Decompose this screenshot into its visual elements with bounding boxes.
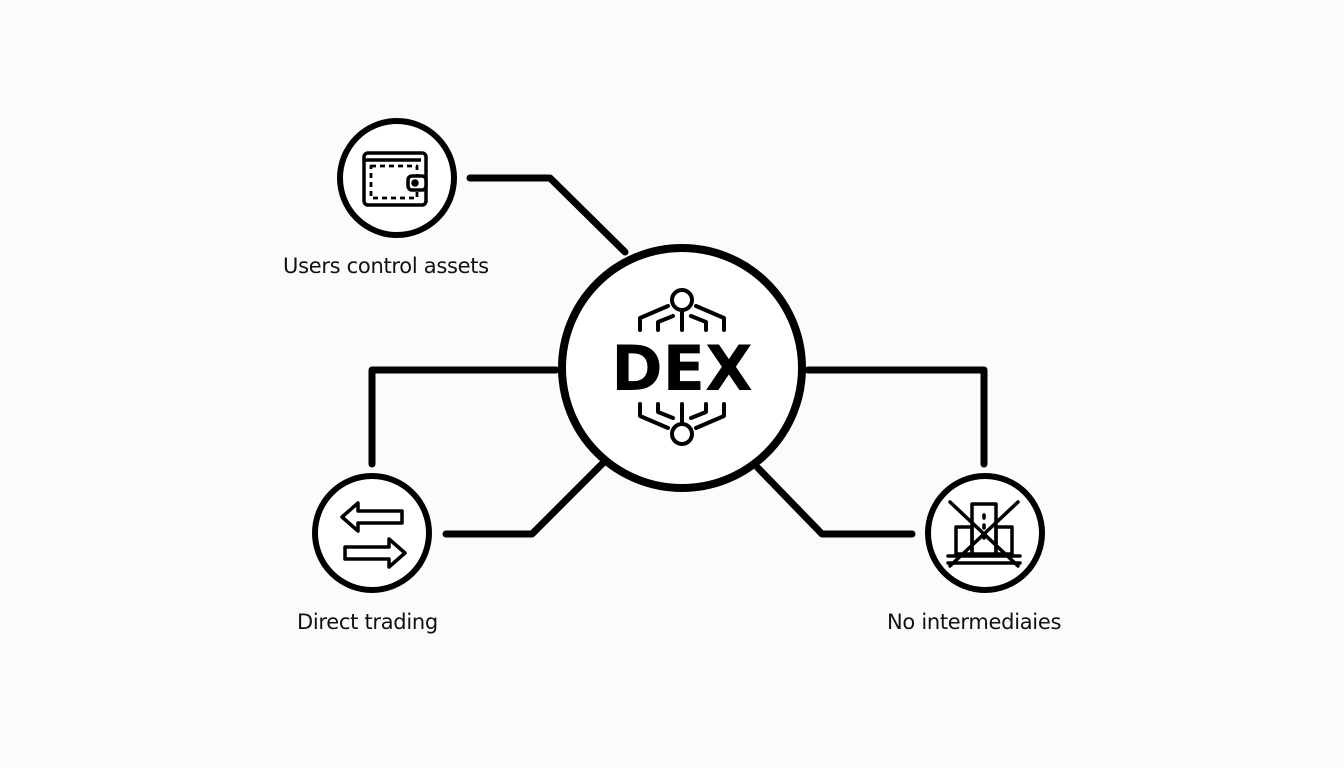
label-direct-trading: Direct trading	[297, 610, 438, 634]
label-no-intermediaries: No intermediaies	[887, 610, 1062, 634]
connector-hub-right-elbow	[804, 366, 988, 468]
node-direct-trading	[312, 473, 432, 593]
node-no-intermediaries	[925, 473, 1045, 593]
connector-hub-left-elbow	[368, 366, 560, 468]
no-buildings-icon	[946, 500, 1022, 568]
network-node-icon	[638, 288, 726, 446]
wallet-icon	[362, 151, 428, 207]
label-users-control-assets: Users control assets	[283, 254, 489, 278]
hub-label: DEX	[611, 332, 753, 405]
connector-hub-to-direct-trading	[442, 458, 608, 538]
hub-node: DEX	[558, 244, 806, 492]
connector-hub-to-no-intermediaries	[754, 464, 916, 538]
swap-arrows-icon	[340, 501, 407, 569]
node-users-control-assets	[337, 118, 457, 238]
connectors	[368, 174, 988, 538]
connector-hub-to-wallet	[466, 174, 629, 256]
